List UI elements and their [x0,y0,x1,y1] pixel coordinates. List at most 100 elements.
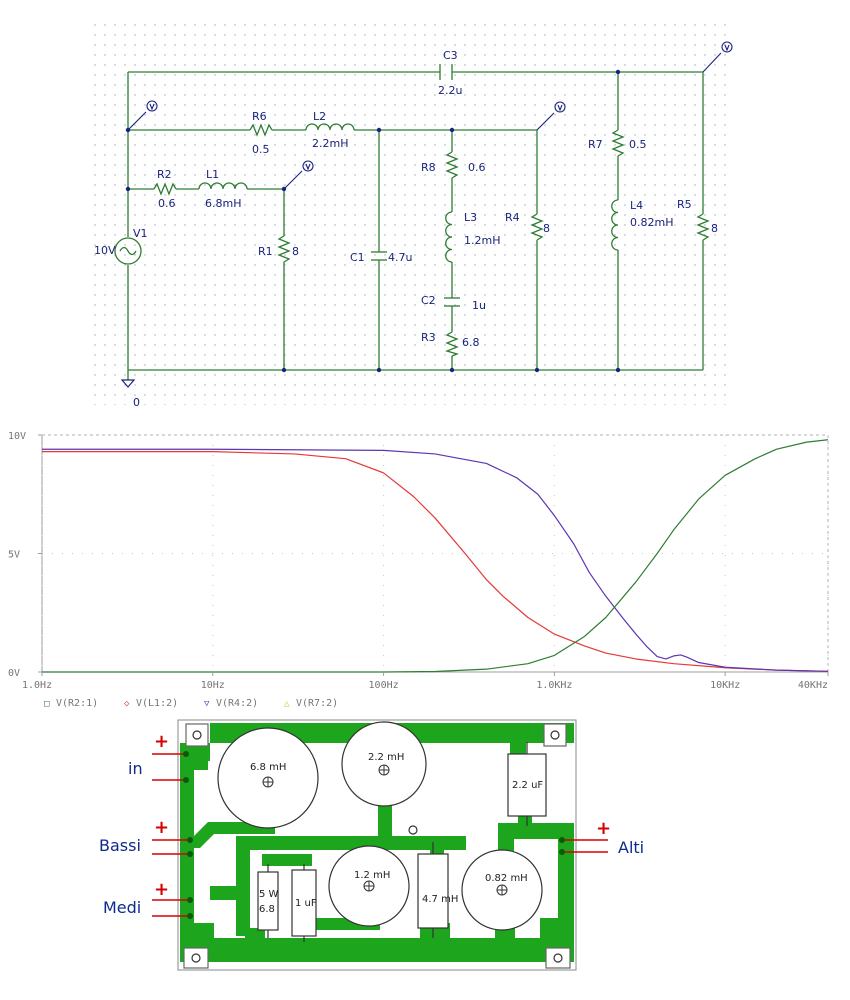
label-l3-ref: L3 [464,211,477,224]
label-v1-value: 10V [94,244,116,257]
pcb-label-l3: 1.2 mH [354,870,390,881]
label-v1-ref: V1 [133,227,148,240]
component-v1 [114,237,142,265]
label-l1-ref: L1 [206,168,219,181]
plus-bassi: + [154,817,169,838]
component-r8 [445,151,459,179]
y-tick-label: 5V [8,550,20,561]
legend-marker-icon: ▽ [204,699,210,709]
pcb-connection-wires [152,753,608,917]
pcb-plus-signs: + + + + [154,731,611,900]
pcb-connection-dots [183,751,565,919]
component-l4 [611,199,619,251]
label-l4-value: 0.82mH [630,216,673,229]
label-l4-ref: L4 [630,199,643,212]
component-labels: C3 2.2u R6 0.5 L2 2.2mH R2 0.6 L1 6.8mH … [94,49,718,409]
pcb-part-leads [267,742,528,942]
label-c1-ref: C1 [350,251,365,264]
plus-medi: + [154,879,169,900]
plot-series [42,439,829,673]
label-r3-value: 6.8 [462,336,480,349]
x-tick-label: 40KHz [798,680,828,691]
component-c3 [439,64,453,80]
plus-in: + [154,731,169,752]
label-r5-ref: R5 [677,198,692,211]
component-r1 [277,235,291,263]
label-r6-ref: R6 [252,110,267,123]
pcb-label-r3-value: 6.8 [259,904,275,915]
pcb-inductors [217,721,543,931]
plot-grid [41,435,829,672]
pcb-label-l4: 0.82 mH [485,873,528,884]
component-l1 [198,182,248,190]
label-alti: Alti [618,838,644,857]
label-c3-ref: C3 [443,49,458,62]
legend-label: V(L1:2) [136,698,178,709]
label-r7-value: 0.5 [629,138,647,151]
x-tick-label: 10KHz [710,680,740,691]
label-r8-ref: R8 [421,161,436,174]
component-r6 [249,123,273,137]
component-r2 [153,182,177,196]
x-tick-label: 1.0Hz [22,680,52,691]
legend-marker-icon: ◇ [124,699,130,709]
legend-label: V(R7:2) [296,698,338,709]
label-r2-value: 0.6 [158,197,176,210]
label-r2-ref: R2 [157,168,172,181]
legend-label: V(R4:2) [216,698,258,709]
label-c1-value: 4.7u [388,251,412,264]
pcb-output-labels: in Bassi Medi Alti [99,759,644,917]
series-line-vr42 [42,448,829,672]
label-l2-ref: L2 [313,110,326,123]
schematic: C3 2.2u R6 0.5 L2 2.2mH R2 0.6 L1 6.8mH … [88,20,733,409]
pcb-part-labels: 6.8 mH 2.2 mH 1.2 mH 0.82 mH 2.2 uF 4.7 … [250,752,543,915]
component-c1 [371,251,387,261]
schematic-grid [88,20,728,405]
label-ground: 0 [133,396,140,409]
label-c2-value: 1u [472,299,486,312]
voltage-probes [127,41,733,190]
pcb-label-c3: 2.2 uF [512,780,543,791]
plot-frame [41,434,829,673]
pcb-inductor-crosshairs [262,764,508,896]
plus-alti: + [596,818,611,839]
series-line-vr72 [42,439,829,673]
component-r4 [530,213,544,241]
probe-l1-icon [283,160,314,190]
component-l3 [445,211,453,263]
label-in: in [128,759,143,778]
pcb-label-l2: 2.2 mH [368,752,404,763]
component-r3 [445,331,459,357]
probe-r7-icon [702,41,733,73]
legend-label: V(R2:1) [56,698,98,709]
label-r3-ref: R3 [421,331,436,344]
label-r8-value: 0.6 [468,161,486,174]
component-r5 [696,213,710,241]
component-l2 [305,123,355,131]
label-r1-ref: R1 [258,245,273,258]
label-r4-value: 8 [543,222,550,235]
pcb-label-r3-watt: 5 W [259,889,279,900]
y-tick-label: 0V [8,668,20,679]
x-tick-label: 100Hz [369,680,399,691]
pcb-label-c2: 1 uF [295,898,317,909]
component-r7 [611,129,625,157]
label-r7-ref: R7 [588,138,603,151]
pcb-label-c1: 4.7 mH [422,894,458,905]
label-medi: Medi [103,898,141,917]
legend-marker-icon: □ [44,699,50,709]
label-l3-value: 1.2mH [464,234,500,247]
y-tick-label: 10V [8,431,26,442]
label-bassi: Bassi [99,836,141,855]
label-l1-value: 6.8mH [205,197,241,210]
mounting-holes [183,723,571,969]
label-l2-value: 2.2mH [312,137,348,150]
x-tick-label: 10Hz [201,680,225,691]
series-line-vl12 [42,450,829,672]
component-c2 [444,297,460,307]
pcb-layout: 6.8 mH 2.2 mH 1.2 mH 0.82 mH 2.2 uF 4.7 … [99,719,644,971]
plot-legend: □V(R2:1)◇V(L1:2)▽V(R4:2)△V(R7:2) [44,698,338,709]
